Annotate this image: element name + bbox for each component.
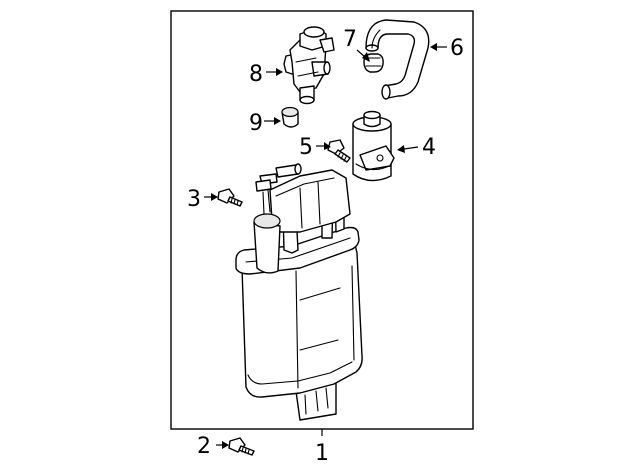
callout-1: 1 xyxy=(315,441,329,466)
charcoal-canister-icon xyxy=(235,163,363,421)
bolt-icon xyxy=(228,437,255,456)
callout-7: 7 xyxy=(343,27,357,52)
bolt-icon xyxy=(217,188,243,207)
callout-6: 6 xyxy=(450,36,464,61)
callout-8: 8 xyxy=(249,62,263,87)
callout-5: 5 xyxy=(299,135,313,160)
purge-valve-icon xyxy=(283,26,335,105)
hose-icon xyxy=(365,19,430,100)
bolt-icon xyxy=(327,139,351,163)
cap-icon xyxy=(281,106,299,128)
filter-icon xyxy=(352,110,395,182)
callout-9: 9 xyxy=(249,111,263,136)
callout-2: 2 xyxy=(197,434,211,459)
callout-3: 3 xyxy=(187,187,201,212)
callout-4: 4 xyxy=(422,135,436,160)
